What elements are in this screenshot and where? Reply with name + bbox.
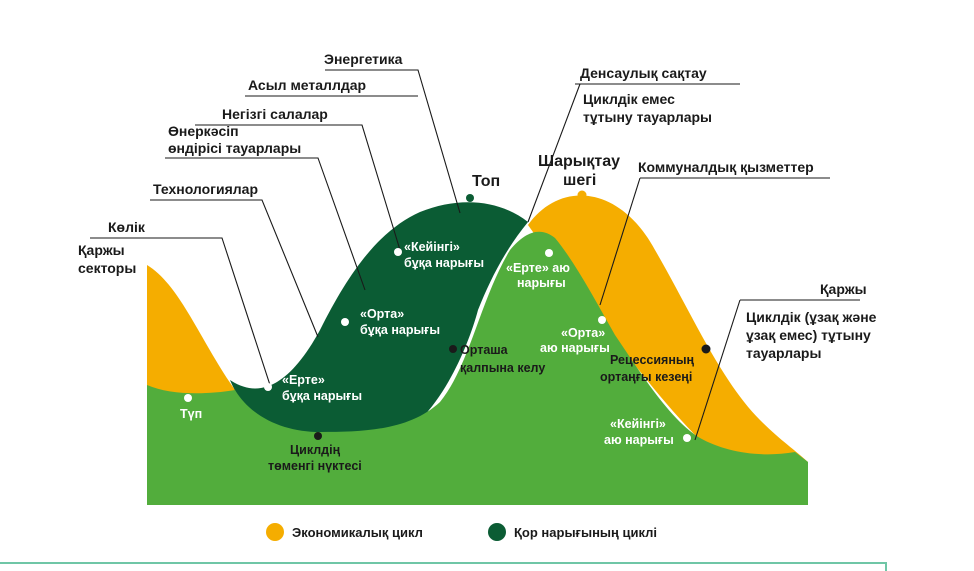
- sector-staples-line1: Циклдік емес: [583, 91, 675, 107]
- legend-market-swatch: [488, 523, 506, 541]
- leader-industrial-goods: [165, 157, 366, 291]
- sector-finance: Қаржы: [820, 281, 867, 297]
- climax-marker: [577, 190, 587, 200]
- legend-economic-swatch: [266, 523, 284, 541]
- stock-market-cycle-wave: [230, 202, 528, 437]
- bottom-border-line: [0, 562, 887, 571]
- mid-bear-label-line1: «Орта»: [561, 326, 605, 340]
- sector-durables-line1: Циклдік (ұзақ және: [746, 309, 877, 325]
- early-bull-label-line1: «Ерте»: [282, 373, 325, 387]
- leader-lines: [90, 69, 860, 441]
- economic-cycle-right-wave: [528, 195, 808, 471]
- sector-utilities: Коммуналдық қызметтер: [638, 159, 814, 175]
- sector-basic-industries: Негізгі салалар: [222, 106, 328, 122]
- economic-cycle-left-wave: [147, 265, 235, 395]
- peak-label: Топ: [472, 173, 500, 190]
- leader-energy: [325, 69, 461, 214]
- early-bull-marker: [264, 383, 272, 391]
- mid-bull-label-line2: бұқа нарығы: [360, 323, 440, 337]
- early-bear-label-line2: нарығы: [517, 276, 566, 290]
- late-bear-marker: [683, 434, 691, 442]
- leader-technology: [150, 199, 319, 338]
- early-bear-marker: [545, 249, 553, 257]
- sector-staples-line2: тұтыну тауарлары: [583, 109, 712, 125]
- early-bull-label-line2: бұқа нарығы: [282, 389, 362, 403]
- sector-technology: Технологиялар: [153, 181, 258, 197]
- sector-energy: Энергетика: [324, 51, 403, 67]
- sector-healthcare: Денсаулық сақтау: [580, 65, 707, 81]
- sector-financial-line1: Қаржы: [78, 242, 125, 258]
- early-bear-label-line1: «Ерте» аю: [506, 261, 570, 275]
- mid-bear-label-line2: аю нарығы: [540, 341, 610, 355]
- climax-label-line1: Шарықтау: [538, 153, 620, 170]
- late-bear-label-line1: «Кейінгі»: [610, 417, 666, 431]
- leader-finance-drop: [694, 299, 741, 441]
- mid-bull-marker: [341, 318, 349, 326]
- sector-financial-line2: секторы: [78, 260, 136, 276]
- sector-durables-line3: тауарлары: [746, 345, 821, 361]
- leader-utilities-drop: [599, 177, 641, 306]
- recession-mid-label-line2: ортаңғы кезеңі: [600, 370, 692, 384]
- cycle-low-label-line2: төменгі нүктесі: [268, 459, 362, 473]
- late-bull-marker: [394, 248, 402, 256]
- legend-economic-label: Экономикалық цикл: [292, 525, 423, 540]
- sector-durables-line2: ұзақ емес) тұтыну: [746, 327, 871, 343]
- recession-mid-marker: [701, 344, 711, 354]
- recovery-label-line2: қалпына келу: [460, 361, 545, 375]
- base-area: [147, 231, 808, 505]
- trough-label: Түп: [180, 407, 202, 421]
- leader-basic-industries: [195, 124, 401, 251]
- late-bull-label-line2: бұқа нарығы: [404, 256, 484, 270]
- late-bull-label-line1: «Кейінгі»: [404, 240, 460, 254]
- leader-transport: [90, 237, 271, 386]
- trough-marker: [184, 394, 192, 402]
- sector-precious-metals: Асыл металлдар: [248, 77, 366, 93]
- peak-marker: [466, 194, 474, 202]
- legend-market-label: Қор нарығының циклі: [514, 525, 657, 540]
- recovery-marker: [449, 345, 457, 353]
- sector-transport: Көлік: [108, 219, 146, 235]
- mid-bear-marker: [598, 316, 606, 324]
- cycle-low-label-line1: Циклдің: [290, 443, 341, 457]
- sector-industrial-goods-line2: өндірісі тауарлары: [168, 140, 301, 156]
- mid-bull-label-line1: «Орта»: [360, 307, 404, 321]
- legend: Экономикалық цикл Қор нарығының циклі: [266, 523, 657, 541]
- sector-industrial-goods-line1: Өнеркәсіп: [168, 123, 239, 139]
- cycle-low-marker: [314, 432, 322, 440]
- recession-mid-label-line1: Рецессияның: [610, 353, 695, 367]
- climax-label-line2: шегі: [563, 172, 596, 189]
- late-bear-label-line2: аю нарығы: [604, 433, 674, 447]
- recovery-label-line1: Орташа: [460, 343, 509, 357]
